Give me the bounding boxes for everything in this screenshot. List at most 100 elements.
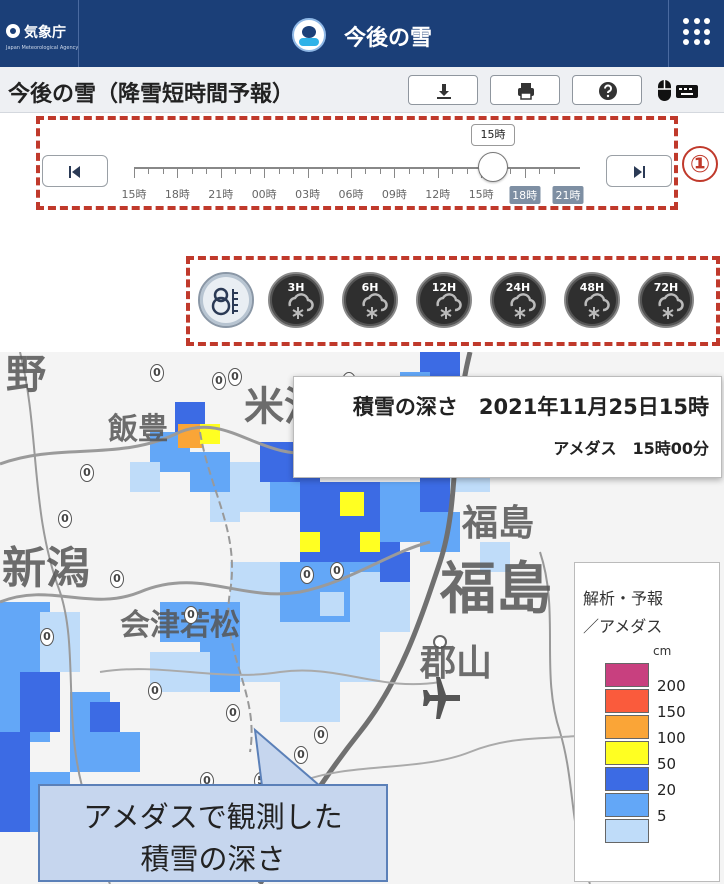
slider-tick: [134, 168, 135, 178]
slider-tick: [510, 168, 512, 174]
download-button[interactable]: [408, 75, 478, 105]
snow-depth-cell: [280, 682, 340, 722]
amedas-station-marker[interactable]: 0: [314, 726, 328, 744]
amedas-station-marker[interactable]: 0: [330, 562, 344, 580]
legend-title: 解析・予報: [583, 589, 664, 608]
slider-tick: [220, 168, 222, 178]
snow-cloud-icon: [436, 293, 462, 319]
amedas-station-marker[interactable]: 0: [294, 746, 308, 764]
slider-tick-label[interactable]: 03時: [295, 188, 321, 201]
print-button[interactable]: [490, 75, 560, 105]
legend-color-swatch: [605, 819, 649, 843]
legend-color-swatch: [605, 793, 649, 817]
annotation-marker: ①: [682, 146, 718, 182]
snowfall-6h-button[interactable]: 6H: [342, 272, 398, 328]
snow-cloud-icon: [510, 293, 536, 319]
slider-tick-label[interactable]: 15時: [468, 188, 494, 201]
map-info-amedas-time: アメダス 15時00分: [553, 439, 709, 458]
slider-tick-label[interactable]: 06時: [338, 188, 364, 201]
slider-tick-label[interactable]: 09時: [381, 188, 407, 201]
duration-label: 72H: [653, 281, 679, 294]
legend-unit: cm: [653, 644, 672, 658]
snow-cloud-icon: [658, 293, 684, 319]
snow-depth-cell: [20, 672, 60, 732]
mouse-keyboard-icon: [658, 80, 698, 101]
slider-tick-label[interactable]: 18時: [509, 186, 541, 204]
slider-tick: [235, 168, 237, 174]
jma-logo[interactable]: 気象庁 Japan Meteorological Agency: [4, 12, 79, 60]
amedas-station-marker[interactable]: 0: [150, 364, 164, 382]
snow-depth-cell: [420, 512, 460, 552]
snowfall-12h-button[interactable]: 12H: [416, 272, 472, 328]
snow-depth-cell: [90, 702, 120, 732]
snowfall-24h-button[interactable]: 24H: [490, 272, 546, 328]
agency-sub: Japan Meteorological Agency: [6, 45, 79, 51]
place-label-koriyama: 郡山: [420, 643, 493, 684]
duration-label: 48H: [579, 281, 605, 294]
legend-color-swatch: [605, 663, 649, 687]
amedas-station-marker[interactable]: 0: [110, 570, 124, 588]
callout-text-line2: 積雪の深さ: [140, 842, 286, 876]
snowfall-48h-button[interactable]: 48H: [564, 272, 620, 328]
slider-tick: [322, 168, 324, 174]
input-mode-toggle[interactable]: [656, 79, 716, 103]
amedas-station-marker[interactable]: 0: [300, 566, 314, 584]
map-info-title: 積雪の深さ 2021年11月25日15時: [352, 395, 709, 419]
snowfall-3h-button[interactable]: 3H: [268, 272, 324, 328]
amedas-station-marker[interactable]: 0: [148, 682, 162, 700]
amedas-station-marker[interactable]: 0: [212, 372, 226, 390]
slider-tick: [437, 168, 439, 178]
slider-tick: [466, 168, 468, 174]
slider-tick-label[interactable]: 12時: [425, 188, 451, 201]
legend-threshold-value: 5: [657, 807, 667, 825]
slider-tick: [264, 168, 266, 178]
slider-tick: [278, 168, 280, 174]
slider-tick: [191, 168, 193, 174]
snow-depth-cell: [130, 462, 160, 492]
step-to-end-button[interactable]: [606, 155, 672, 187]
snow-depth-cell: [0, 732, 30, 832]
slider-tick: [336, 168, 338, 174]
callout-text-line1: アメダスで観測した: [83, 800, 343, 834]
slider-tick-label[interactable]: 00時: [251, 188, 277, 201]
grid-menu-icon: [683, 18, 711, 46]
legend-threshold-value: 200: [657, 677, 686, 695]
time-slider-thumb[interactable]: [478, 152, 508, 182]
help-icon: [599, 82, 617, 100]
legend-threshold-value: 20: [657, 781, 677, 799]
amedas-station-marker[interactable]: 0: [80, 464, 94, 482]
slider-tick-label[interactable]: 15時: [121, 188, 147, 201]
slider-tick-label[interactable]: 21時: [552, 186, 584, 204]
legend-color-swatch: [605, 689, 649, 713]
amedas-station-marker[interactable]: 0: [184, 606, 198, 624]
slider-tick: [148, 168, 150, 174]
time-slider-track[interactable]: [134, 167, 580, 169]
current-snow-depth-button[interactable]: [198, 272, 254, 328]
amedas-station-marker[interactable]: 0: [226, 704, 240, 722]
duration-buttons-highlight: [186, 256, 720, 346]
snow-depth-cell: [420, 472, 450, 512]
snow-depth-cell: [380, 552, 410, 582]
snowfall-72h-button[interactable]: 72H: [638, 272, 694, 328]
amedas-station-marker[interactable]: 0: [228, 368, 242, 386]
snow-depth-cell: [360, 532, 380, 552]
slider-tick: [524, 168, 526, 178]
snow-cloud-icon: [584, 293, 610, 319]
place-label-iide: 飯豊: [108, 412, 168, 447]
menu-button[interactable]: [668, 0, 724, 67]
slider-tick: [365, 168, 367, 174]
amedas-station-marker[interactable]: 0: [40, 628, 54, 646]
step-to-start-button[interactable]: [42, 155, 108, 187]
legend-color-swatch: [605, 767, 649, 791]
snow-cloud-icon: [362, 293, 388, 319]
header-divider: [78, 0, 79, 67]
snow-depth-cell: [300, 532, 320, 552]
slider-tick-label[interactable]: 18時: [164, 188, 190, 201]
snow-depth-cell: [100, 732, 140, 772]
slider-tick-label[interactable]: 21時: [208, 188, 234, 201]
amedas-station-marker[interactable]: 0: [58, 510, 72, 528]
legend-threshold-value: 100: [657, 729, 686, 747]
help-button[interactable]: [572, 75, 642, 105]
app-header: 気象庁 Japan Meteorological Agency 今後の雪: [0, 0, 724, 67]
